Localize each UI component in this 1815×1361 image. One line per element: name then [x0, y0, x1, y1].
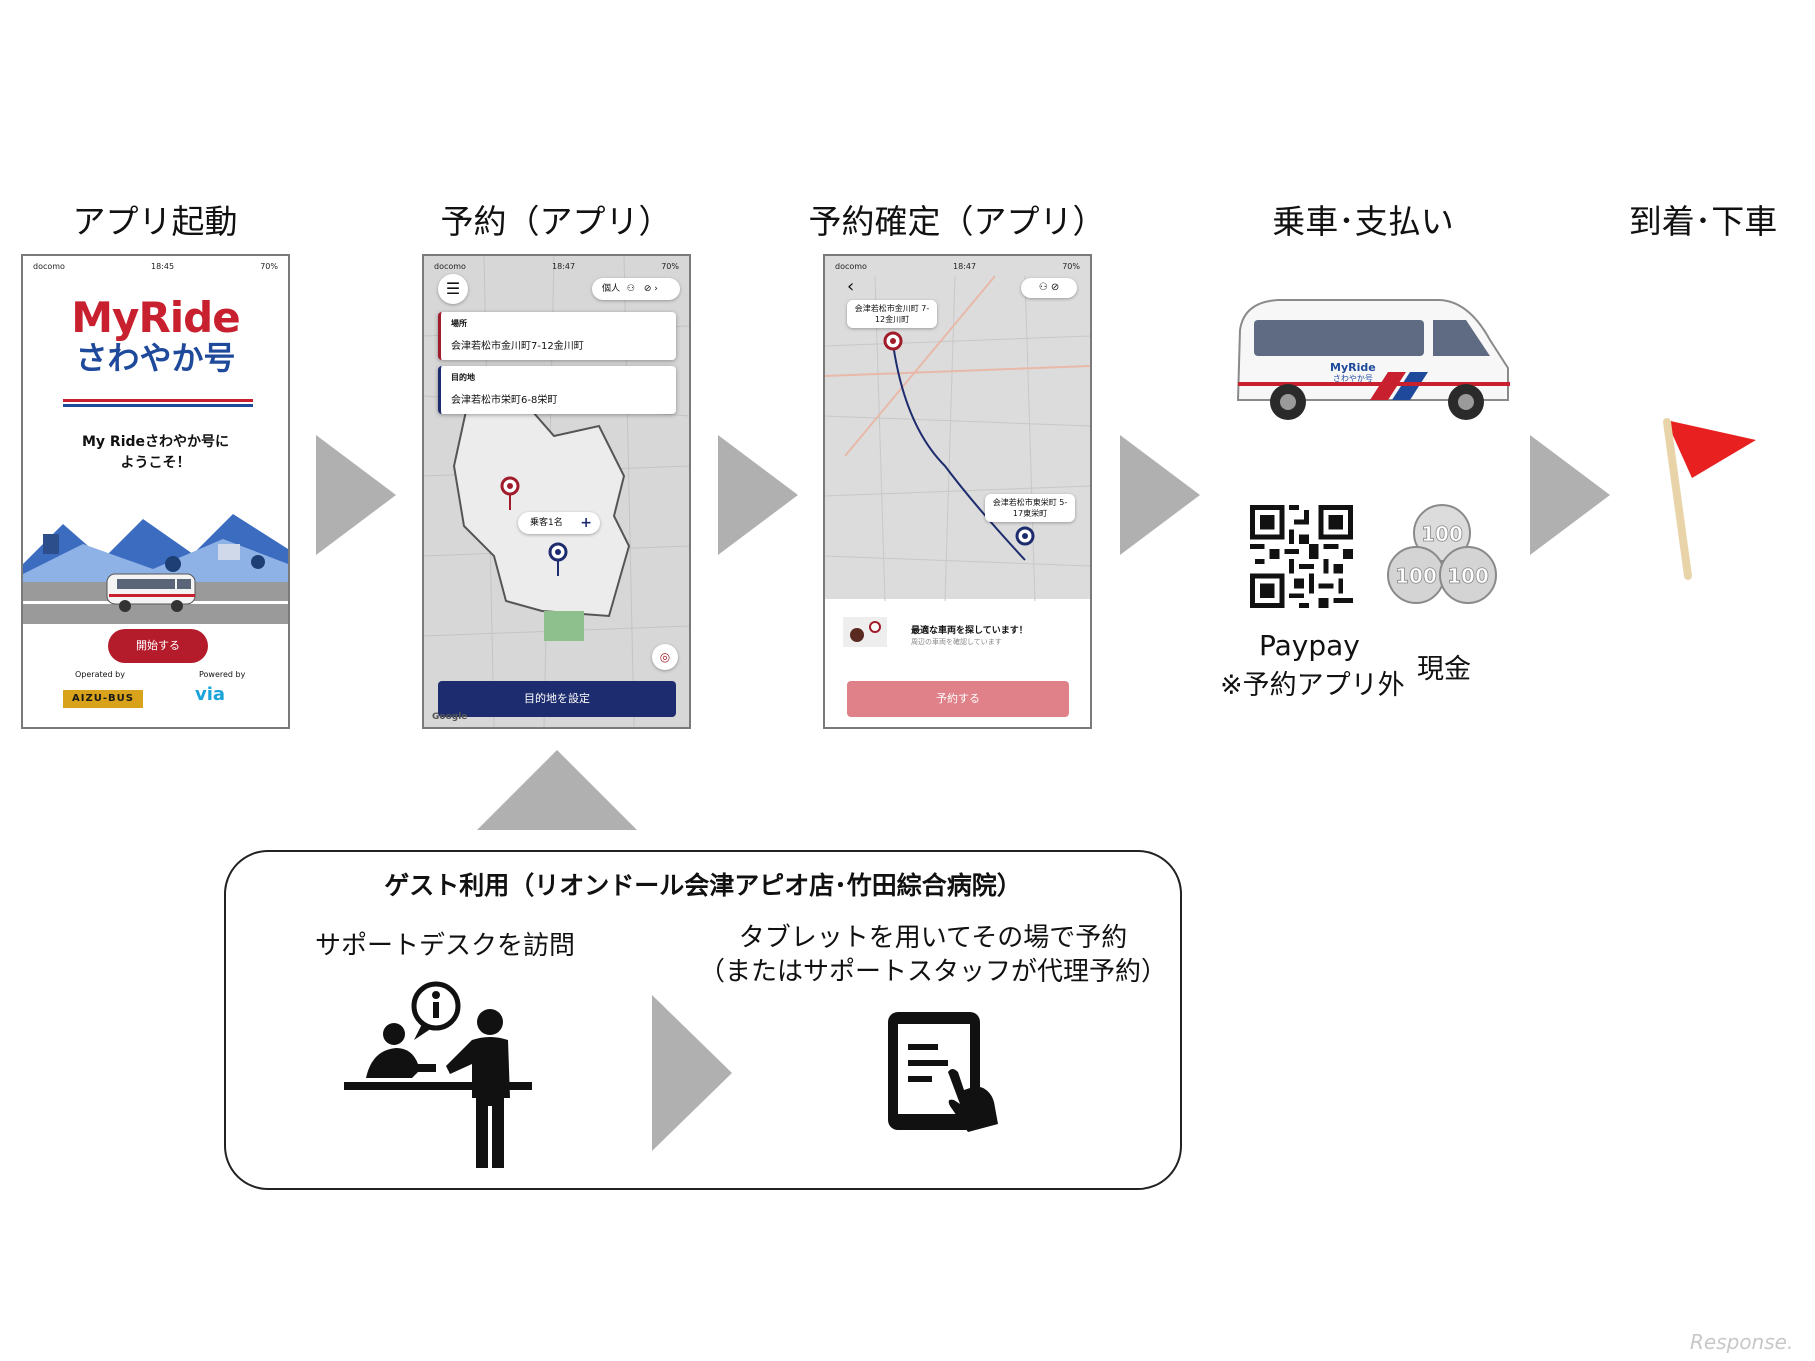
- flow-arrow-1: [316, 435, 396, 555]
- logo-underline: [63, 399, 253, 402]
- searching-title: 最適な車両を探しています！: [911, 626, 1028, 636]
- carrier-label: docomo: [434, 261, 466, 271]
- battery-label: 70%: [260, 261, 278, 271]
- status-bar: docomo 18:47 70%: [424, 256, 689, 276]
- paypay-label: Paypay: [1259, 629, 1360, 662]
- landscape-illustration: [23, 514, 288, 624]
- destination-value: 会津若松市栄町6-8栄町: [451, 395, 558, 406]
- support-desk-icon: [344, 981, 532, 1168]
- locate-button[interactable]: ◎: [652, 644, 678, 670]
- aizu-bus-logo: AIZU-BUS: [63, 690, 143, 708]
- step-title-confirm: 予約確定（アプリ）: [808, 202, 1106, 241]
- via-logo: via: [195, 684, 225, 705]
- pickup-label: 場所: [451, 319, 467, 328]
- cash-label: 現金: [1417, 654, 1471, 685]
- phone-launch-screen: docomo 18:45 70% MyRide さわやか号 My Rideさわや…: [21, 254, 290, 729]
- welcome-line2: ようこそ！: [120, 455, 191, 471]
- van-logo: MyRide さわやか号: [1330, 362, 1376, 384]
- clock-label: 18:47: [552, 261, 576, 271]
- destination-card[interactable]: 目的地 会津若松市栄町6-8栄町: [438, 366, 676, 414]
- guest-step1-label: サポートデスクを訪問: [314, 931, 576, 961]
- van-logo-sub: さわやか号: [1332, 374, 1373, 383]
- clock-label: 18:45: [151, 261, 175, 271]
- google-logo: Google: [432, 712, 468, 722]
- coin-100yen-icon: 100 100 100: [1387, 504, 1497, 604]
- menu-button[interactable]: ☰: [438, 274, 468, 304]
- passenger-selector[interactable]: 乗客1名 +: [518, 512, 600, 534]
- route-map: [825, 275, 1090, 601]
- operated-by-label: Operated by: [75, 670, 125, 679]
- paypay-note: ※予約アプリ外: [1220, 670, 1405, 701]
- crosshair-icon: ◎: [659, 650, 671, 664]
- status-bar: docomo 18:45 70%: [23, 256, 288, 276]
- coin-label-right: 100: [1447, 564, 1489, 588]
- search-status-panel: 最適な車両を探しています！ 周辺の車両を確認しています 予約する: [825, 601, 1090, 727]
- logo-underline-blue: [63, 404, 253, 407]
- step-title-app-launch: アプリ起動: [72, 202, 238, 241]
- ticket-icon: ⊘: [1050, 282, 1060, 293]
- step-title-reserve: 予約（アプリ）: [440, 202, 672, 241]
- flow-arrow-3: [1120, 435, 1200, 555]
- guest-step2-line1: タブレットを用いてその場で予約: [738, 923, 1128, 953]
- welcome-line1: My Rideさわやか号に: [81, 434, 230, 450]
- van-logo-main: MyRide: [1330, 361, 1376, 374]
- hamburger-icon: ☰: [445, 279, 461, 298]
- van-illustration: [1236, 299, 1510, 420]
- pickup-card[interactable]: 場所 会津若松市金川町7-12金川町: [438, 312, 676, 360]
- map-roads: [424, 256, 689, 727]
- powered-by-label: Powered by: [199, 670, 246, 679]
- pickup-value: 会津若松市金川町7-12金川町: [451, 341, 584, 352]
- phone-reserve-screen: docomo 18:47 70% ☰ 個人 ⚇ ⊘ › 場所 会津若松市金川町7…: [422, 254, 691, 729]
- flow-arrow-guest: [652, 995, 732, 1151]
- account-button[interactable]: ⚇ ⊘: [1021, 278, 1077, 298]
- via-logo-text: via: [195, 684, 226, 705]
- searching-map-icon: [843, 617, 887, 647]
- battery-label: 70%: [661, 261, 679, 271]
- mode-label: 個人: [602, 284, 621, 294]
- flow-arrow-4: [1530, 435, 1610, 555]
- plus-icon[interactable]: +: [580, 515, 592, 531]
- reserve-button[interactable]: 予約する: [847, 681, 1069, 717]
- passenger-count: 乗客1名: [530, 518, 563, 528]
- carrier-label: docomo: [33, 261, 65, 271]
- mode-toggle[interactable]: 個人 ⚇ ⊘ ›: [592, 278, 680, 300]
- coin-label-top: 100: [1421, 522, 1463, 546]
- red-flag-icon: [1663, 418, 1756, 580]
- pickup-pin-icon: [500, 476, 520, 510]
- dropoff-callout: 会津若松市東栄町 5-17東栄町: [985, 494, 1075, 522]
- flow-arrow-2: [718, 435, 798, 555]
- logo-line1: MyRide: [71, 293, 240, 342]
- clock-label: 18:47: [953, 261, 977, 271]
- guest-title: ゲスト利用（リオンドール会津アピオ店･竹田綜合病院）: [384, 871, 1022, 900]
- step-title-arrive: 到着･下車: [1628, 202, 1778, 241]
- flow-arrow-up: [477, 750, 637, 830]
- searching-subtitle: 周辺の車両を確認しています: [911, 638, 1002, 646]
- destination-pin-icon: [548, 542, 568, 576]
- phone-confirm-screen: docomo 18:47 70% ‹ ⚇ ⊘ 会津若松市金川町 7-12金川町 …: [823, 254, 1092, 729]
- start-button[interactable]: 開始する: [108, 629, 208, 663]
- ticket-icon: ⊘ ›: [643, 284, 658, 294]
- destination-label: 目的地: [451, 373, 475, 382]
- back-icon[interactable]: ‹: [847, 276, 855, 297]
- myride-logo: MyRide さわやか号: [23, 293, 288, 377]
- person-icon: ⚇: [1038, 282, 1048, 293]
- van-illustration: [106, 573, 196, 612]
- carrier-label: docomo: [835, 261, 867, 271]
- welcome-text: My Rideさわやか号に ようこそ！: [23, 432, 288, 474]
- person-icon: ⚇: [626, 284, 635, 294]
- battery-label: 70%: [1062, 261, 1080, 271]
- guest-usage-panel: [224, 850, 1182, 1190]
- coin-label-left: 100: [1395, 564, 1437, 588]
- set-destination-button[interactable]: 目的地を設定: [438, 681, 676, 717]
- pickup-callout: 会津若松市金川町 7-12金川町: [847, 300, 937, 328]
- paypay-qr-code-icon: [1250, 505, 1353, 608]
- logo-line2: さわやか号: [75, 339, 236, 377]
- guest-step2-line2: （またはサポートスタッフが代理予約）: [698, 957, 1168, 987]
- status-bar: docomo 18:47 70%: [825, 256, 1090, 276]
- tablet-tap-icon: [888, 1012, 998, 1132]
- response-watermark: Response.: [1690, 1330, 1794, 1354]
- step-title-ride-pay: 乗車･支払い: [1272, 202, 1454, 241]
